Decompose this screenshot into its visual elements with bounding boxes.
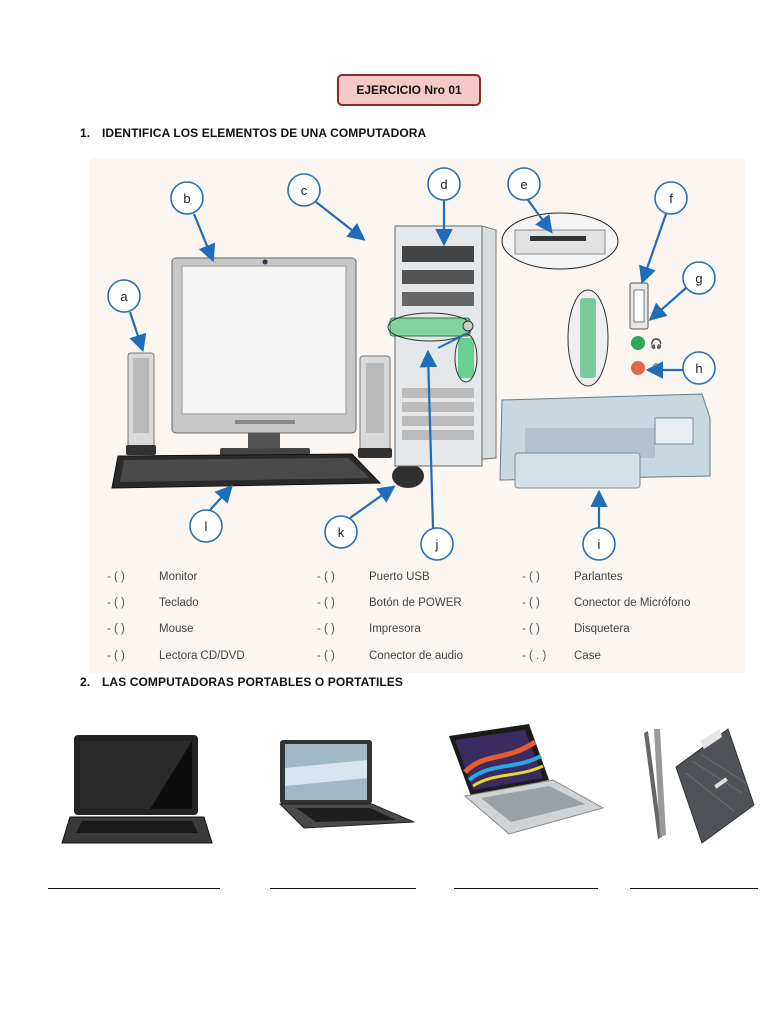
- laptop-icon: [61, 735, 213, 844]
- keyboard-icon: [111, 453, 382, 489]
- callout-label-e: e: [520, 177, 527, 192]
- section-1-number: 1.: [80, 126, 91, 140]
- section-1-label: IDENTIFICA LOS ELEMENTOS DE UNA COMPUTAD…: [102, 126, 427, 140]
- legend-label: Conector de Micrófono: [574, 597, 691, 609]
- callout-label-d: d: [440, 177, 447, 192]
- callout-label-l: l: [205, 519, 208, 534]
- arrow-a: [128, 311, 147, 353]
- callout-j: [420, 527, 454, 561]
- callout-label-i: i: [598, 537, 601, 552]
- legend-item: - ( ) Conector de audio: [317, 650, 463, 662]
- legend-answer-blank[interactable]: - ( ): [317, 571, 335, 583]
- callout-label-j: j: [435, 537, 439, 552]
- computer-parts-figure: 🎧 🎙 a b c d e f g h i j k l: [90, 158, 745, 673]
- legend-label: Botón de POWER: [369, 597, 462, 609]
- legend-label: Parlantes: [574, 571, 623, 583]
- arrow-j-branch: [437, 333, 467, 349]
- callout-label-f: f: [669, 191, 673, 206]
- callout-e: [507, 167, 541, 201]
- answer-line-4[interactable]: [630, 888, 758, 889]
- legend-label: Conector de audio: [369, 650, 463, 662]
- legend-item: - ( ) Botón de POWER: [317, 597, 462, 609]
- legend-item: - ( ) Disquetera: [522, 623, 630, 635]
- headphone-jack-icon: [631, 336, 645, 350]
- legend-label: Mouse: [159, 623, 194, 635]
- monitor-icon: [171, 257, 357, 456]
- callout-b: [170, 181, 204, 215]
- arrow-l: [209, 484, 233, 511]
- legend-label: Lectora CD/DVD: [159, 650, 245, 662]
- callout-label-g: g: [695, 271, 702, 286]
- answer-line-3[interactable]: [454, 888, 598, 889]
- legend-answer-blank[interactable]: - ( ): [107, 650, 125, 662]
- speaker-icon: [358, 355, 392, 458]
- callout-label-a: a: [120, 289, 128, 304]
- laptop-icon: [278, 740, 415, 829]
- answer-line-2[interactable]: [270, 888, 416, 889]
- legend-item: - ( ) Puerto USB: [317, 571, 430, 583]
- headphone-symbol: 🎧: [650, 337, 662, 350]
- arrow-f: [639, 213, 668, 285]
- legend-answer-blank[interactable]: - ( ): [317, 623, 335, 635]
- mouse-icon: [392, 464, 424, 488]
- arrow-g: [648, 287, 687, 321]
- legend-item: - ( ) Conector de Micrófono: [522, 597, 690, 609]
- ultrabook-icon: [644, 728, 755, 844]
- callout-label-k: k: [338, 525, 345, 540]
- legend-answer-blank[interactable]: - ( ): [107, 571, 125, 583]
- legend-label: Puerto USB: [369, 571, 430, 583]
- front-panel-ports: [567, 289, 609, 387]
- legend-label: Impresora: [369, 623, 421, 635]
- callout-g: [682, 261, 716, 295]
- callout-l: [189, 509, 223, 543]
- section-2-label: LAS COMPUTADORAS PORTABLES O PORTATILES: [102, 675, 404, 689]
- legend-item: - ( . ) Case: [522, 650, 601, 662]
- printer-icon: [499, 393, 711, 489]
- legend-item: - ( ) Lectora CD/DVD: [107, 650, 245, 662]
- legend-answer-blank[interactable]: - ( ): [522, 571, 540, 583]
- legend-answer-blank[interactable]: - ( ): [317, 650, 335, 662]
- exercise-title-text: EJERCICIO Nro 01: [356, 83, 462, 97]
- arrow-b: [192, 213, 216, 263]
- arrow-k: [349, 485, 396, 519]
- arrow-c: [315, 201, 366, 241]
- legend-label: Teclado: [159, 597, 199, 609]
- section-2-heading: 2. LAS COMPUTADORAS PORTABLES O PORTATILE…: [80, 675, 403, 689]
- floppy-drive-icon: [501, 212, 619, 270]
- legend-label: Monitor: [159, 571, 198, 583]
- callout-label-c: c: [301, 183, 308, 198]
- legend-item: - ( ) Mouse: [107, 623, 194, 635]
- section-2-number: 2.: [80, 675, 91, 689]
- tower-case-icon: [387, 225, 497, 467]
- arrow-j: [419, 349, 438, 529]
- section-1-heading: 1. IDENTIFICA LOS ELEMENTOS DE UNA COMPUT…: [80, 126, 426, 140]
- usb-port-icon: [629, 282, 649, 330]
- legend-item: - ( ) Parlantes: [522, 571, 623, 583]
- legend-item: - ( ) Teclado: [107, 597, 199, 609]
- legend-answer-blank[interactable]: - ( ): [522, 597, 540, 609]
- legend-label: Case: [574, 650, 601, 662]
- callout-label-h: h: [695, 361, 702, 376]
- arrow-e: [527, 199, 553, 234]
- legend-label: Disquetera: [574, 623, 630, 635]
- callout-label-b: b: [183, 191, 190, 206]
- legend-item: - ( ) Impresora: [317, 623, 421, 635]
- legend-answer-blank[interactable]: - ( . ): [522, 650, 547, 662]
- callout-c: [287, 173, 321, 207]
- callout-k: [324, 515, 358, 549]
- callout-h: [682, 351, 716, 385]
- exercise-title: EJERCICIO Nro 01: [337, 74, 481, 106]
- answer-line-1[interactable]: [48, 888, 220, 889]
- netbook-icon: [449, 724, 605, 835]
- legend-item: - ( ) Monitor: [107, 571, 197, 583]
- callout-a: [107, 279, 141, 313]
- speaker-icon: [126, 352, 156, 455]
- legend-answer-blank[interactable]: - ( ): [107, 597, 125, 609]
- legend-answer-blank[interactable]: - ( ): [522, 623, 540, 635]
- legend-answer-blank[interactable]: - ( ): [317, 597, 335, 609]
- microphone-jack-icon: [631, 361, 645, 375]
- legend-answer-blank[interactable]: - ( ): [107, 623, 125, 635]
- callout-f: [654, 181, 688, 215]
